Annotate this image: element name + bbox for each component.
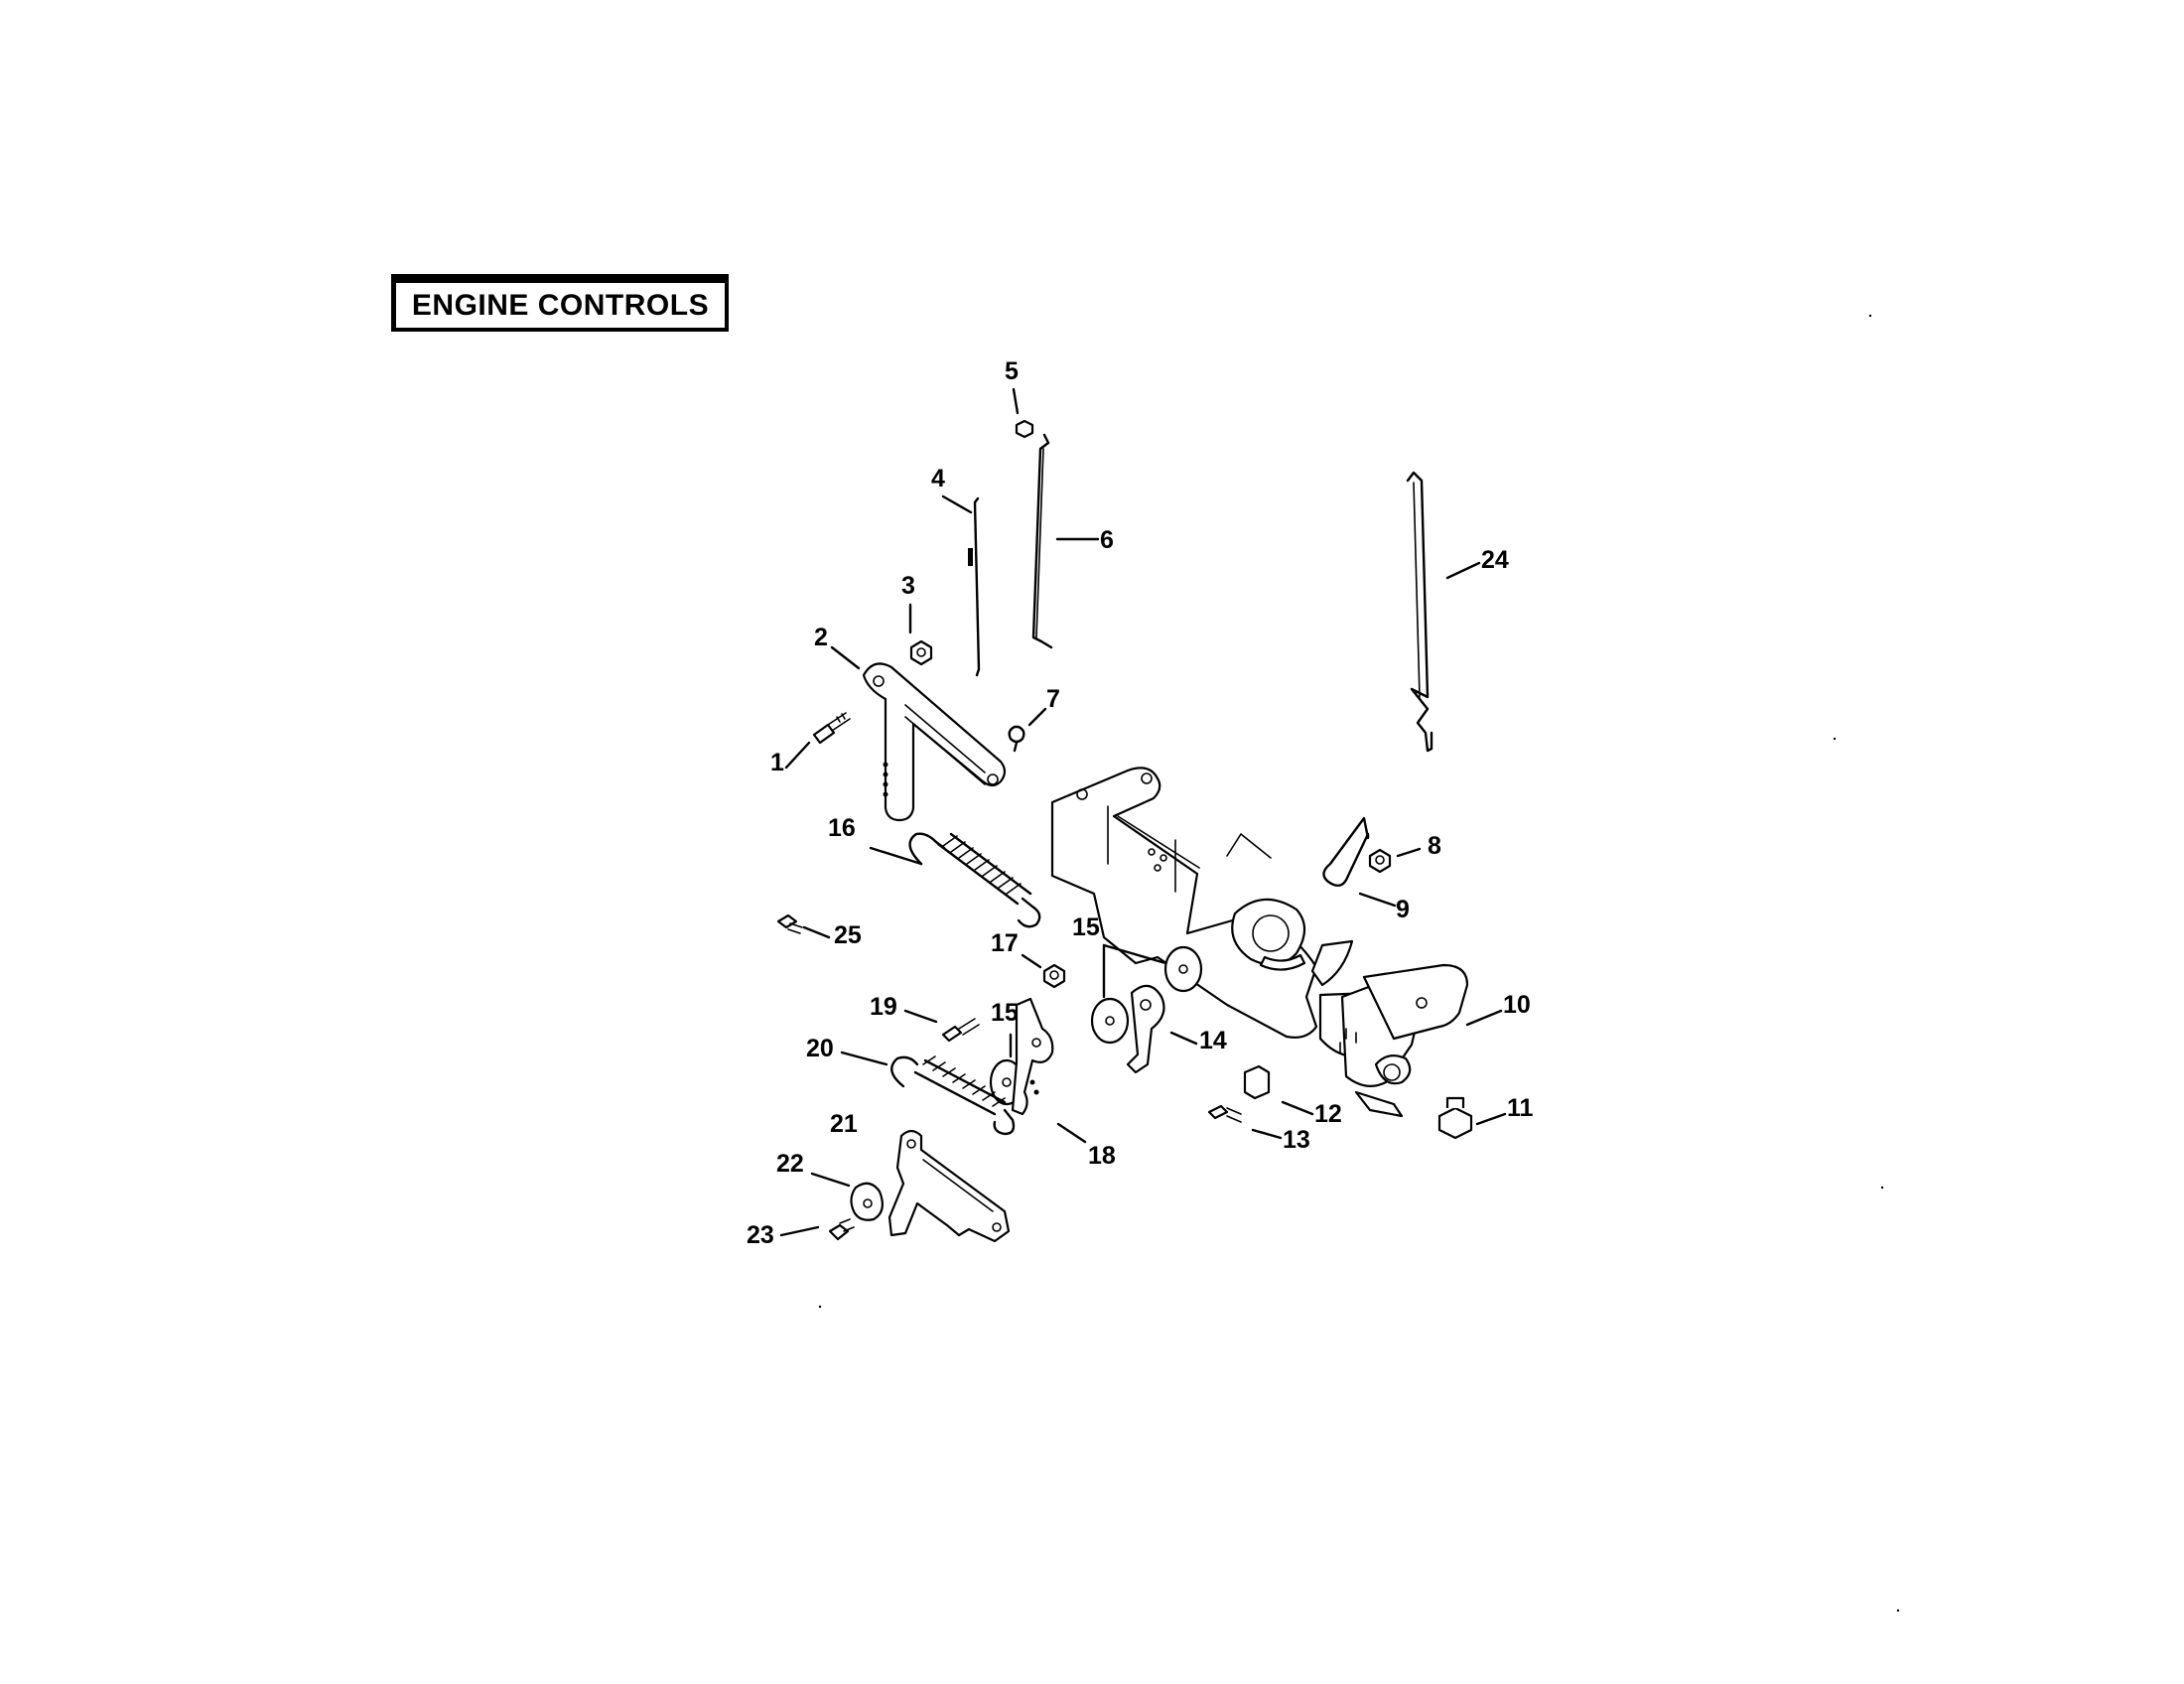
part-23-screw	[779, 1218, 855, 1241]
callout-21: 21	[830, 1110, 858, 1138]
callout-8: 8	[1428, 832, 1441, 860]
callout-19: 19	[870, 993, 897, 1021]
title-box: ENGINE CONTROLS	[391, 274, 729, 332]
part-12-clip	[1243, 1064, 1314, 1116]
part-11-bolt	[1437, 1096, 1507, 1140]
part-14-lever	[1126, 984, 1198, 1074]
callout-9: 9	[1396, 896, 1410, 923]
callout-14: 14	[1199, 1027, 1227, 1054]
part-5-clip	[1012, 387, 1034, 439]
callout-5: 5	[1005, 357, 1019, 385]
part-3-nut	[908, 603, 933, 666]
diagram-title: ENGINE CONTROLS	[411, 288, 710, 322]
part-2-lever-plate	[830, 645, 1007, 822]
callout-23: 23	[747, 1221, 774, 1249]
callout-22: 22	[776, 1150, 804, 1178]
callout-20: 20	[806, 1035, 834, 1062]
part-18-governor-lever	[1011, 997, 1087, 1144]
callout-13: 13	[1283, 1126, 1310, 1154]
part-13-screw	[1207, 1104, 1283, 1140]
callout-2: 2	[814, 624, 828, 651]
callout-12: 12	[1314, 1100, 1342, 1128]
callout-17: 17	[991, 929, 1019, 957]
part-7-spring-clip	[1008, 707, 1047, 753]
part-10-control-bracket	[1050, 767, 1503, 1118]
callout-25: 25	[834, 921, 862, 949]
part-19-screw	[903, 1009, 980, 1043]
callout-18: 18	[1088, 1142, 1116, 1170]
callout-11: 11	[1507, 1094, 1534, 1122]
callout-15-lower: 15	[991, 999, 1019, 1027]
part-4-link-rod	[941, 494, 981, 677]
callout-3: 3	[901, 572, 915, 600]
part-8-nut	[1368, 847, 1422, 874]
callout-1: 1	[770, 749, 784, 776]
part-22-washer	[810, 1172, 885, 1221]
part-17-nut	[1021, 953, 1066, 989]
scan-specks	[818, 314, 1900, 1613]
callout-10: 10	[1503, 991, 1531, 1019]
part-9-spring-wire	[1322, 816, 1397, 908]
callout-16: 16	[828, 814, 856, 842]
part-6-throttle-rod	[1031, 433, 1100, 649]
callout-24: 24	[1481, 546, 1509, 574]
part-25-screw	[776, 913, 831, 939]
callout-6: 6	[1100, 526, 1114, 554]
part-20-spring	[840, 1051, 1016, 1136]
part-24-governor-rod	[1406, 471, 1481, 753]
callout-7: 7	[1046, 685, 1060, 713]
part-1-screw	[784, 712, 851, 770]
part-16-spring	[869, 832, 1041, 928]
callout-15-upper: 15	[1072, 913, 1100, 941]
callout-4: 4	[931, 465, 945, 492]
part-21-choke-lever	[887, 1129, 1011, 1243]
